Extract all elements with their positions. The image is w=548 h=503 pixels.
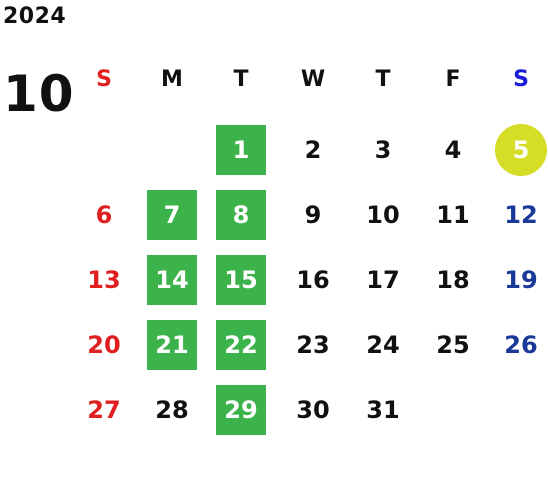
day-cell-21[interactable]: 21: [147, 320, 197, 370]
day-cell-3[interactable]: 3: [374, 136, 392, 164]
day-cell-11[interactable]: 11: [436, 201, 470, 229]
day-cell-22[interactable]: 22: [216, 320, 266, 370]
day-cell-15[interactable]: 15: [216, 255, 266, 305]
day-cell-26[interactable]: 26: [504, 331, 538, 359]
day-cell-12[interactable]: 12: [504, 201, 538, 229]
day-cell-16[interactable]: 16: [296, 266, 330, 294]
day-cell-14[interactable]: 14: [147, 255, 197, 305]
day-cell-27[interactable]: 27: [87, 396, 121, 424]
day-cell-25[interactable]: 25: [436, 331, 470, 359]
weekday-header-sat: S: [513, 67, 529, 92]
day-cell-20[interactable]: 20: [87, 331, 121, 359]
day-cell-10[interactable]: 10: [366, 201, 400, 229]
day-cell-23[interactable]: 23: [296, 331, 330, 359]
day-cell-18[interactable]: 18: [436, 266, 470, 294]
day-cell-31[interactable]: 31: [366, 396, 400, 424]
weekday-header-fri: F: [445, 67, 461, 92]
weekday-header-tue: T: [233, 67, 249, 92]
day-cell-8[interactable]: 8: [216, 190, 266, 240]
day-cell-2[interactable]: 2: [304, 136, 322, 164]
day-cell-5[interactable]: 5: [495, 124, 547, 176]
day-cell-13[interactable]: 13: [87, 266, 121, 294]
day-cell-28[interactable]: 28: [155, 396, 189, 424]
day-cell-24[interactable]: 24: [366, 331, 400, 359]
year-label: 2024: [3, 4, 67, 29]
day-cell-4[interactable]: 4: [444, 136, 462, 164]
day-cell-30[interactable]: 30: [296, 396, 330, 424]
weekday-header-thu: T: [375, 67, 391, 92]
day-cell-9[interactable]: 9: [304, 201, 322, 229]
weekday-header-sun: S: [96, 67, 112, 92]
day-cell-17[interactable]: 17: [366, 266, 400, 294]
weekday-header-wed: W: [300, 67, 326, 92]
day-cell-1[interactable]: 1: [216, 125, 266, 175]
day-cell-29[interactable]: 29: [216, 385, 266, 435]
day-cell-19[interactable]: 19: [504, 266, 538, 294]
weekday-header-mon: M: [161, 67, 183, 92]
day-cell-6[interactable]: 6: [95, 201, 113, 229]
month-number: 10: [3, 65, 75, 123]
day-cell-7[interactable]: 7: [147, 190, 197, 240]
